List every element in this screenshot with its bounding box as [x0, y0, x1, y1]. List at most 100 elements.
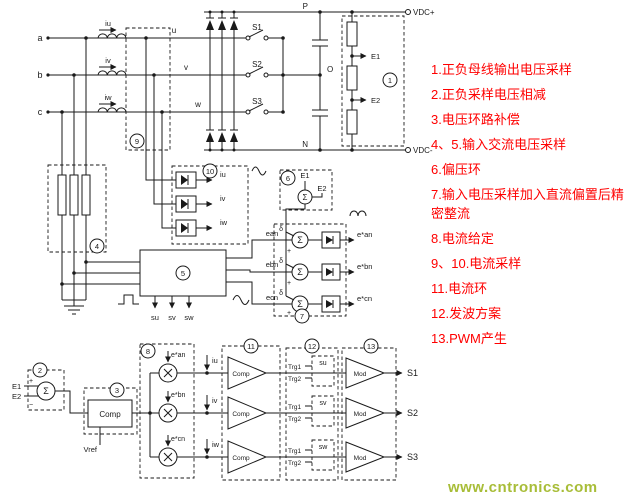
annotation-line-6: 7.输入电压采样加入直流偏置后精密整流 [431, 187, 624, 221]
ean-star-input-label: e*an [171, 352, 186, 359]
phase-a-label: a [37, 33, 42, 43]
trg1-label: Trg1 [288, 448, 302, 455]
comp-label: Comp [232, 455, 250, 462]
sigma-symbol: Σ [303, 193, 308, 202]
delta-symbol: δ [279, 258, 283, 265]
su-signal-label: su [319, 360, 327, 367]
s2-label: S2 [252, 60, 262, 69]
su-label: su [151, 313, 159, 322]
sigma-symbol: Σ [297, 299, 303, 309]
circle-number-11: 11 [243, 338, 259, 354]
block8-current-reference: 8 e*an e*bn e*cn [139, 343, 228, 479]
ean-star-label: e*an [357, 230, 372, 239]
iu-feedback-label: iu [212, 356, 218, 365]
diode-icon [218, 20, 226, 30]
node-u-label: u [172, 26, 176, 35]
rectifier-diode-icon [326, 268, 333, 276]
annotation-line-9: 11.电流环 [431, 281, 488, 296]
plus-sign: + [287, 280, 291, 287]
block9-current-sampling: 9 [125, 27, 176, 229]
ean-label: ean [266, 229, 279, 238]
circle-number-9: 9 [129, 133, 145, 149]
annotation-panel: 1.正负母线输出电压采样 2.正负采样电压相减 3.电压环路补偿 4、5.输入交… [431, 60, 627, 354]
minus-sign: − [29, 402, 33, 409]
bias-e1-label: E1 [300, 171, 309, 180]
plus-sign: + [287, 248, 291, 255]
block6-bias-loop: 6 E1 E2 Σ δ δ δ [279, 169, 333, 301]
ebn-star-label: e*bn [357, 262, 372, 271]
svg-text:10: 10 [206, 167, 214, 176]
annotation-line-7: 8.电流给定 [431, 231, 494, 246]
circle-number-6: 6 [280, 170, 296, 186]
annotation-line-5: 6.偏压环 [431, 162, 481, 177]
annotation-line-8: 9、10.电流采样 [431, 256, 522, 271]
trg2-label: Trg2 [288, 376, 302, 383]
sensor-diode-icon [181, 223, 188, 233]
svg-text:11: 11 [247, 342, 255, 351]
s2-output-label: S2 [407, 408, 418, 418]
annotation-line-1: 1.正负母线输出电压采样 [431, 62, 572, 77]
sensed-current-inputs: iu iv iw [204, 355, 220, 459]
block7-precision-rectifier: Σ Σ Σ + + + e*an e*bn e*cn 7 [273, 210, 372, 324]
vdc-plus-label: VDC+ [413, 8, 435, 17]
svg-text:4: 4 [95, 242, 99, 251]
svg-text:9: 9 [135, 137, 139, 146]
sine-wave-glyph [251, 166, 267, 176]
svg-text:8: 8 [146, 347, 150, 356]
circle-number-4: 4 [89, 238, 105, 254]
block12-wave-scheme: 12 Trg1 Trg2 Trg1 Trg2 Trg1 Trg2 su sv s… [266, 338, 346, 481]
circle-number-10: 10 [202, 163, 218, 179]
s3-output-label: S3 [407, 452, 418, 462]
rectifier-diode-icon [326, 300, 333, 308]
diode-icon [230, 132, 238, 142]
svg-text:6: 6 [286, 174, 290, 183]
sw-label: sw [184, 313, 194, 322]
node-n-label: N [302, 140, 308, 149]
node-v-label: v [184, 63, 188, 72]
circle-number-7: 7 [294, 308, 310, 324]
delta-symbol: δ [279, 290, 283, 297]
site-watermark: www.cntronics.com [448, 479, 598, 496]
annotation-line-4: 4、5.输入交流电压采样 [431, 137, 567, 152]
trg1-label: Trg1 [288, 404, 302, 411]
annotation-line-3: 3.电压环路补偿 [431, 112, 520, 127]
iw-label: iw [104, 93, 112, 102]
e1-input-label: E1 [12, 382, 21, 391]
node-w-label: w [194, 100, 201, 109]
iu-label: iu [105, 19, 111, 28]
ebn-label: ebn [266, 260, 279, 269]
comp-block-label: Comp [99, 410, 121, 419]
circle-number-12: 12 [304, 338, 320, 354]
ebn-star-input-label: e*bn [171, 392, 186, 399]
phase-b-label: b [37, 70, 42, 80]
sensor-iu-label: iu [220, 170, 226, 179]
plus-sign: + [287, 310, 291, 317]
diode-icon [218, 132, 226, 142]
sensor-iw-label: iw [220, 218, 228, 227]
circuit-diagram: a b c iu iv iw 9 4 [12, 2, 435, 481]
square-wave-glyph [118, 294, 139, 305]
diode-icon [230, 20, 238, 30]
sine-wave-glyph [232, 295, 250, 305]
ground-symbol [64, 305, 84, 315]
circle-number-8: 8 [140, 343, 156, 359]
block13-pwm-generation: 13 Mod Mod Mod S1 S2 S3 [341, 338, 418, 481]
ecn-label: ecn [266, 293, 278, 302]
circle-number-2: 2 [32, 362, 48, 378]
sensor-iv-label: iv [220, 194, 226, 203]
block3-voltage-compensator: Comp Vref 3 [84, 382, 150, 454]
mod-label: Mod [354, 455, 367, 462]
s1-label: S1 [252, 23, 262, 32]
sensor-diode-icon [181, 199, 188, 209]
block5-transform: 5 su sv sw ean ebn ecn [118, 229, 292, 322]
svg-text:1: 1 [388, 76, 392, 85]
e2-tap-label: E2 [371, 96, 380, 105]
block4-voltage-sampling: 4 [47, 38, 140, 315]
comp-label: Comp [232, 411, 250, 418]
sv-label: sv [168, 313, 176, 322]
bias-e2-label: E2 [317, 184, 326, 193]
circle-number-1: 1 [382, 72, 398, 88]
three-phase-inputs: a b c [37, 33, 234, 117]
rectifier-diode-icon [326, 236, 333, 244]
